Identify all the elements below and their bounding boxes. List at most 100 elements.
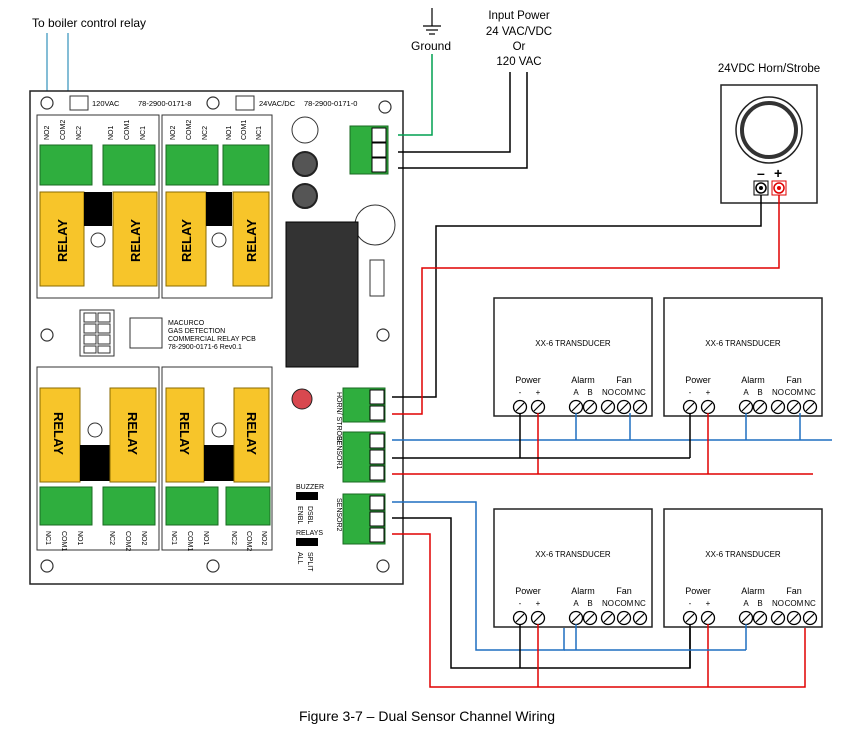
pin-label: NC [634, 599, 646, 608]
horn-strobe-unit: – + [720, 84, 818, 204]
horn-minus: – [757, 165, 765, 181]
jumpers [296, 492, 318, 546]
side-terminal-labels: HORN/ STROBE SENSOR1 SENSOR2 [335, 392, 342, 532]
pin-label: A [743, 599, 749, 608]
svg-text:MACURCO: MACURCO [168, 320, 205, 327]
power-label: Power [685, 375, 711, 385]
ground-symbol [423, 8, 441, 35]
pin-label: B [587, 599, 592, 608]
svg-text:RELAY: RELAY [55, 219, 70, 262]
svg-text:BUZZER: BUZZER [296, 484, 324, 491]
horn-terminal [342, 387, 386, 423]
svg-text:COM2: COM2 [186, 120, 193, 140]
svg-text:RELAY: RELAY [244, 412, 259, 455]
pin-label: B [587, 388, 592, 397]
svg-text:SPLIT: SPLIT [306, 552, 313, 572]
svg-text:RELAY: RELAY [179, 219, 194, 262]
input-power-wires [398, 54, 528, 169]
svg-text:78-2900-0171-6 Rev0.1: 78-2900-0171-6 Rev0.1 [168, 344, 242, 351]
pin-label: A [573, 599, 579, 608]
svg-text:SENSOR1: SENSOR1 [335, 436, 342, 470]
svg-text:NC1: NC1 [140, 126, 147, 140]
svg-text:RELAY: RELAY [244, 219, 259, 262]
pin-label: B [757, 388, 762, 397]
svg-text:SENSOR2: SENSOR2 [335, 498, 342, 532]
svg-text:COM2: COM2 [60, 120, 67, 140]
pin-label: NO [602, 599, 614, 608]
svg-text:RELAY: RELAY [51, 412, 66, 455]
svg-text:RELAY: RELAY [128, 219, 143, 262]
svg-text:COM2: COM2 [245, 531, 252, 551]
svg-text:ALL: ALL [296, 552, 303, 565]
svg-text:NO2: NO2 [170, 126, 177, 141]
horn-label: 24VDC Horn/Strobe [718, 63, 820, 75]
pin-label: + [706, 388, 711, 397]
svg-text:NO2: NO2 [44, 126, 51, 141]
figure-caption: Figure 3-7 – Dual Sensor Channel Wiring [299, 708, 555, 724]
power-label: Power [515, 586, 541, 596]
svg-text:COM1: COM1 [60, 531, 67, 551]
svg-text:78-2900-0171-0: 78-2900-0171-0 [304, 99, 357, 108]
transducer-title: XX-6 TRANSDUCER [535, 550, 611, 559]
svg-text:NO1: NO1 [76, 531, 83, 546]
fan-label: Fan [616, 375, 632, 385]
pin-label: - [689, 599, 692, 608]
bottom-relays [39, 387, 270, 483]
ground-label: Ground [411, 39, 451, 53]
pin-label: + [536, 388, 541, 397]
pin-label: NC [634, 388, 646, 397]
transducer-title: XX-6 TRANSDUCER [705, 550, 781, 559]
pin-label: COM [615, 388, 634, 397]
alarm-label: Alarm [571, 586, 595, 596]
fan-label: Fan [786, 586, 802, 596]
svg-text:Or: Or [513, 41, 526, 53]
svg-text:COM1: COM1 [241, 120, 248, 140]
bottom-relay-labels: RELAY RELAY RELAY RELAY [51, 412, 259, 455]
svg-text:GAS DETECTION: GAS DETECTION [168, 328, 225, 335]
pin-label: - [689, 388, 692, 397]
relay-pcb: 120VAC 78-2900-0171-8 24VAC/DC 78-2900-0… [29, 90, 404, 585]
svg-text:ENBL: ENBL [296, 506, 303, 524]
svg-text:NO1: NO1 [108, 126, 115, 141]
pin-label: + [706, 599, 711, 608]
power-label: Power [515, 375, 541, 385]
pin-label: NO [772, 388, 784, 397]
top-terminal-blocks [39, 144, 270, 186]
pin-label: COM [615, 599, 634, 608]
pin-label: NC [804, 388, 816, 397]
svg-text:DSBL: DSBL [306, 506, 313, 524]
svg-text:RELAY: RELAY [125, 412, 140, 455]
svg-text:NC1: NC1 [256, 126, 263, 140]
svg-text:COM1: COM1 [186, 531, 193, 551]
horn-plus: + [774, 165, 782, 181]
svg-text:24 VAC/VDC: 24 VAC/VDC [486, 26, 552, 38]
mounting-holes [40, 96, 392, 573]
alarm-label: Alarm [571, 375, 595, 385]
top-relays [39, 191, 270, 287]
svg-text:NC2: NC2 [202, 126, 209, 140]
svg-text:78-2900-0171-8: 78-2900-0171-8 [138, 99, 191, 108]
sensor1-wires [392, 439, 832, 475]
svg-text:COM1: COM1 [124, 120, 131, 140]
svg-text:120 VAC: 120 VAC [496, 56, 541, 68]
transducer-title: XX-6 TRANSDUCER [705, 339, 781, 348]
bottom-terminal-blocks [39, 486, 271, 526]
svg-text:NO2: NO2 [260, 531, 267, 546]
pin-label: + [536, 599, 541, 608]
jumper-labels: BUZZER ENBL DSBL RELAYS ALL SPLIT [296, 484, 324, 572]
sensor2-terminal [342, 493, 386, 545]
pin-label: NO [602, 388, 614, 397]
top-relay-labels: RELAY RELAY RELAY RELAY [55, 219, 259, 262]
svg-text:RELAYS: RELAYS [296, 530, 323, 537]
pin-label: B [757, 599, 762, 608]
top-terminal-labels: NO2 COM2 NC2 NO1 COM1 NC1 NO2 COM2 NC2 N… [44, 120, 263, 140]
power-input-terminal [349, 125, 389, 175]
power-label: Power [685, 586, 711, 596]
svg-text:NC2: NC2 [76, 126, 83, 140]
